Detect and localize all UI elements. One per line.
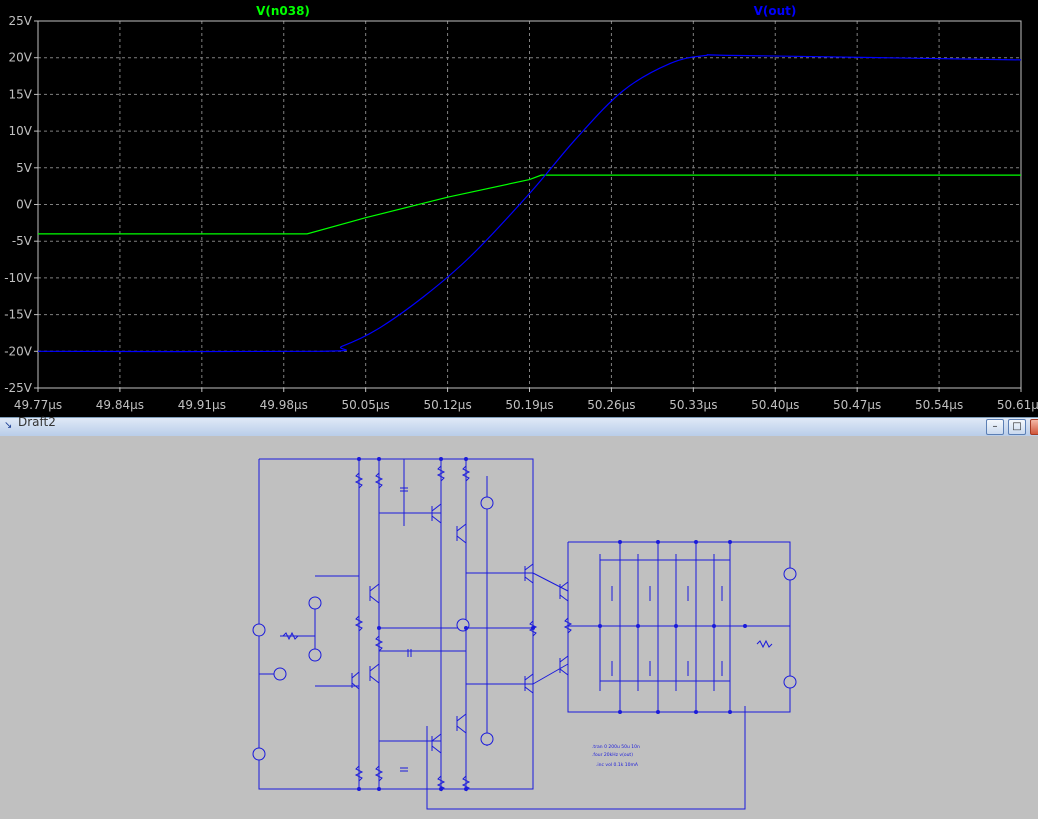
schematic-wires (258, 458, 791, 810)
maximize-button[interactable]: □ (1008, 419, 1026, 435)
schematic-app-icon: ↘ (4, 420, 13, 431)
y-tick-label: 10V (9, 124, 33, 138)
trace-label-1: V(out) (754, 4, 797, 18)
minimize-button[interactable]: – (986, 419, 1004, 435)
x-tick-label: 49.98µs (260, 398, 308, 412)
schematic-window[interactable]: ↘ Draft2 – □ (0, 415, 1038, 815)
plot-frame (37, 20, 1022, 389)
y-tick-label: -5V (12, 234, 33, 248)
schematic-drawing[interactable]: .tran 0 200u 50u 10n .four 20kHz v(out) … (0, 436, 1038, 815)
tran-directive[interactable]: .tran 0 200u 50u 10n (592, 744, 640, 750)
series-line-vn038 (38, 174, 1021, 235)
series-line-vout (37, 54, 1022, 353)
y-tick-label: -15V (4, 308, 33, 322)
resistors (282, 465, 773, 792)
four-directive[interactable]: .four 20kHz v(out) (592, 752, 633, 758)
waveform-chart[interactable]: 25V 20V 15V 10V 5V 0V -5V -10V -15V -20V -25V 49.77… (0, 0, 1038, 417)
x-tick-label: 50.40µs (751, 398, 799, 412)
y-tick-label: 15V (9, 87, 33, 101)
x-tick-label: 50.33µs (669, 398, 717, 412)
capacitors (400, 487, 412, 772)
y-tick-label: -10V (4, 271, 33, 285)
x-tick-label: 49.91µs (178, 398, 226, 412)
y-tick-label: -20V (4, 344, 33, 358)
transistors (351, 503, 723, 754)
schematic-window-title: Draft2 (18, 415, 56, 429)
y-tick-label: 25V (9, 14, 33, 28)
voltage-sources (252, 496, 797, 761)
close-button[interactable] (1030, 419, 1038, 435)
y-tick-label: 5V (16, 161, 33, 175)
plot-labels: 25V 20V 15V 10V 5V 0V -5V -10V -15V -20V -25V 49.77… (4, 4, 1038, 412)
plot-series (37, 54, 1022, 353)
plot-grid (37, 20, 1022, 389)
x-tick-label: 50.54µs (915, 398, 963, 412)
waveform-plot-pane[interactable]: 25V 20V 15V 10V 5V 0V -5V -10V -15V -20V -25V 49.77… (0, 0, 1038, 417)
x-tick-label: 49.77µs (14, 398, 62, 412)
trace-label-0: V(n038) (256, 4, 310, 18)
x-tick-label: 50.61µs (997, 398, 1038, 412)
x-tick-label: 50.05µs (342, 398, 390, 412)
x-tick-label: 50.26µs (587, 398, 635, 412)
y-tick-label: 20V (9, 51, 33, 65)
x-tick-label: 50.19µs (505, 398, 553, 412)
x-tick-label: 49.84µs (96, 398, 144, 412)
y-tick-label: 0V (16, 198, 33, 212)
plot-axes (34, 20, 1022, 392)
schematic-canvas[interactable]: .tran 0 200u 50u 10n .four 20kHz v(out) … (0, 436, 1038, 815)
x-tick-label: 50.47µs (833, 398, 881, 412)
schematic-titlebar[interactable]: ↘ Draft2 – □ (0, 415, 1038, 437)
wire-junctions (357, 457, 747, 791)
y-tick-label: -25V (4, 381, 33, 395)
inc-directive[interactable]: .inc vol 0.1k 10mA (596, 762, 639, 768)
x-tick-label: 50.12µs (423, 398, 471, 412)
